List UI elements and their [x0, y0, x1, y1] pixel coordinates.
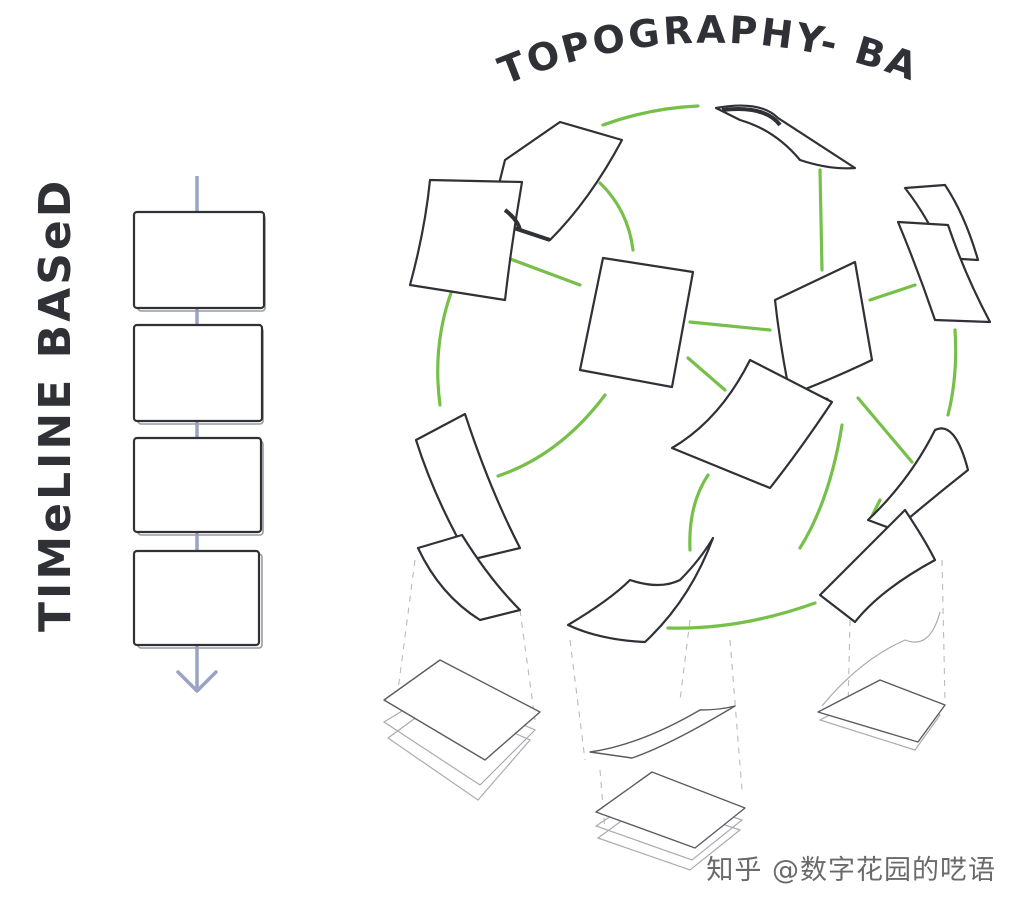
floating-page: [896, 183, 992, 324]
timeline-group: TIMeLINE BASeD: [30, 176, 266, 693]
topography-group: TOPOGRAPHY- BASeD: [0, 0, 992, 871]
watermark-text: 知乎 @数字花园的呓语: [706, 855, 996, 886]
floating-page: [566, 536, 715, 644]
paper-stack: [382, 659, 541, 801]
timeline-card: [132, 436, 264, 536]
timeline-card: [132, 323, 264, 425]
network-links: [436, 104, 958, 630]
paper-stack: [589, 705, 736, 759]
floating-page: [670, 358, 834, 490]
floating-page: [818, 508, 937, 624]
paper-stack: [817, 611, 946, 751]
timeline-card: [132, 210, 266, 312]
floating-page: [414, 412, 522, 562]
timeline-card: [132, 549, 263, 649]
floating-page: [714, 104, 857, 170]
floating-page: [416, 533, 522, 622]
topography-based-label: TOPOGRAPHY- BASeD: [0, 0, 925, 93]
timeline-based-label: TIMeLINE BASeD: [30, 178, 81, 632]
floating-page: [578, 256, 695, 389]
floating-page: [408, 178, 524, 302]
timeline-arrowhead-icon: [176, 670, 218, 693]
floating-page: [866, 427, 970, 532]
paper-stack: [594, 771, 746, 871]
